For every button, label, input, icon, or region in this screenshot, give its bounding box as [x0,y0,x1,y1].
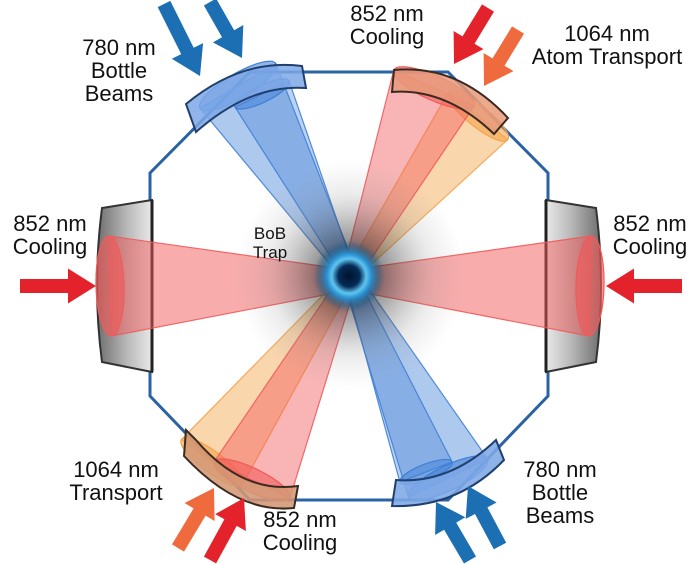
label-line: Bottle [90,58,148,83]
label-line: Cooling [262,530,338,555]
bottom-right-lens [390,438,506,508]
top-left-lens [184,63,308,134]
label-1064nm-transport: 1064 nm Transport [56,458,176,504]
arrow-transport-top [483,26,524,86]
label-line: Atom Transport [531,44,683,69]
beam-arrows [20,0,682,564]
arrow-cooling-top [453,4,494,64]
label-852nm-cooling-right: 852 nm Cooling [598,212,700,258]
label-line: 780 nm [523,457,597,482]
arrow-bottle-bottom-1 [435,502,476,564]
cooling-beam-left-aperture [95,235,125,337]
arrow-cooling-left [20,268,96,304]
arrow-cooling-bottom [203,498,246,564]
label-line: Bottle [531,480,589,505]
label-line: 852 nm [13,211,87,236]
label-852nm-cooling-top: 852 nm Cooling [328,2,446,48]
arrow-bottle-top-left-2 [203,0,244,58]
cooling-beam-right-aperture [575,235,605,337]
label-line: Transport [69,480,163,505]
arrow-cooling-right [606,268,682,304]
label-line: 852 nm [350,1,424,26]
arrow-bottle-top-left-1 [157,0,204,76]
label-852nm-cooling-left: 852 nm Cooling [0,212,100,258]
bob-atom-cloud [313,240,385,312]
label-line: Beams [84,81,154,106]
label-bob-trap: BoB Trap [240,224,300,262]
bottom-left-lens [182,427,300,510]
label-780nm-bottle-beams-top: 780 nm Bottle Beams [56,36,182,105]
label-line: Cooling [349,24,425,49]
label-852nm-cooling-bottom: 852 nm Cooling [238,508,362,554]
label-line: 1064 nm [564,21,650,46]
label-780nm-bottle-beams-bottom: 780 nm Bottle Beams [500,458,620,527]
arrow-bottle-bottom-2 [465,486,507,550]
label-line: Trap [252,243,288,262]
arrow-transport-bottom [172,488,215,552]
label-line: 852 nm [263,507,337,532]
label-line: 852 nm [613,211,687,236]
top-right-lens [390,68,510,136]
label-line: Cooling [612,234,688,259]
label-1064nm-atom-transport: 1064 nm Atom Transport [512,22,700,68]
label-line: 780 nm [82,35,156,60]
label-line: 1064 nm [73,457,159,482]
label-line: Beams [525,503,595,528]
label-line: Cooling [12,234,88,259]
label-line: BoB [253,224,287,243]
